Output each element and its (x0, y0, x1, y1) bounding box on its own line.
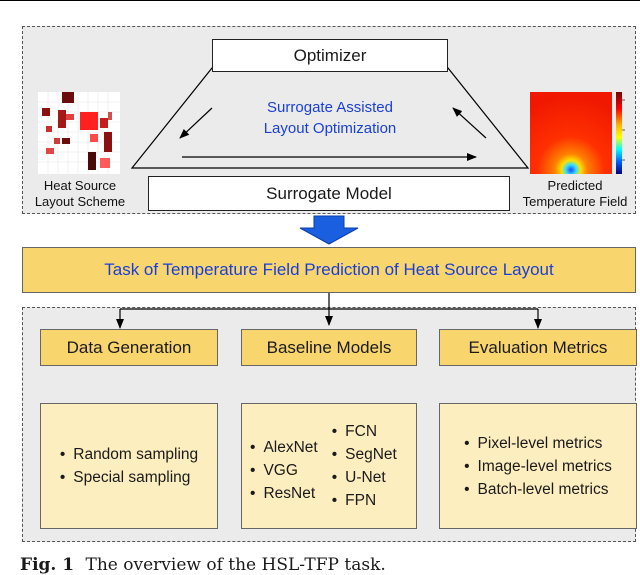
list-item: Image-level metrics (464, 455, 612, 478)
list-item: FCN (332, 420, 397, 443)
list-item: FPN (332, 489, 397, 512)
baseline-models-title: Baseline Models (266, 337, 392, 357)
arrow-down-left (179, 107, 213, 139)
baseline-models-body: AlexNet VGG ResNet FCN SegNet U-Net FPN (241, 403, 417, 529)
surrogate-assisted-title: Surrogate Assisted Layout Optimization (235, 97, 425, 139)
list-item: SegNet (332, 443, 397, 466)
optimizer-label: Optimizer (293, 45, 367, 65)
data-generation-body: Random sampling Special sampling (40, 403, 218, 529)
optimizer-box: Optimizer (212, 39, 448, 72)
data-generation-header: Data Generation (40, 329, 218, 366)
task-bar: Task of Temperature Field Prediction of … (22, 247, 636, 293)
surrogate-model-box: Surrogate Model (148, 176, 510, 211)
list-item: ResNet (250, 482, 318, 505)
heat-source-layout-label: Heat Source Layout Scheme (30, 178, 130, 210)
evaluation-metrics-title: Evaluation Metrics (468, 337, 608, 357)
list-item: U-Net (332, 466, 397, 489)
list-item: AlexNet (250, 436, 317, 459)
data-generation-list: Random sampling Special sampling (60, 443, 198, 489)
big-down-arrow (299, 215, 359, 245)
surrogate-model-label: Surrogate Model (266, 183, 392, 203)
list-item: VGG (250, 459, 318, 482)
predicted-line1: Predicted (547, 178, 603, 193)
list-item: Special sampling (60, 466, 198, 489)
heat-source-layout-image (38, 92, 120, 174)
module-connectors (116, 293, 542, 329)
list-item: Pixel-level metrics (464, 432, 612, 455)
predicted-line2: Temperature Field (522, 194, 628, 209)
list-item: Batch-level metrics (464, 478, 612, 501)
caption-text: The overview of the HSL-TFP task. (85, 555, 386, 575)
evaluation-metrics-header: Evaluation Metrics (439, 329, 637, 366)
heat-source-line1: Heat Source (43, 178, 117, 193)
list-item: Random sampling (60, 443, 198, 466)
caption-label: Fig. 1 (20, 555, 75, 575)
task-label: Task of Temperature Field Prediction of … (104, 260, 554, 279)
surrogate-title-line1: Surrogate Assisted (267, 99, 393, 116)
temperature-field-image (530, 92, 625, 174)
baseline-models-list-right: FCN SegNet U-Net FPN (332, 420, 397, 512)
baseline-models-header: Baseline Models (241, 329, 417, 366)
top-rule (0, 0, 640, 1)
evaluation-metrics-list: Pixel-level metrics Image-level metrics … (464, 432, 612, 501)
arrow-up-left (452, 107, 487, 139)
evaluation-metrics-body: Pixel-level metrics Image-level metrics … (439, 403, 637, 529)
surrogate-title-line2: Layout Optimization (263, 120, 397, 137)
predicted-field-label: Predicted Temperature Field (516, 178, 634, 210)
figure-caption: Fig. 1 The overview of the HSL-TFP task. (20, 555, 386, 575)
heat-source-line2: Layout Scheme (34, 194, 126, 209)
data-generation-title: Data Generation (66, 337, 192, 357)
baseline-models-list-left: AlexNet VGG ResNet (250, 436, 318, 505)
